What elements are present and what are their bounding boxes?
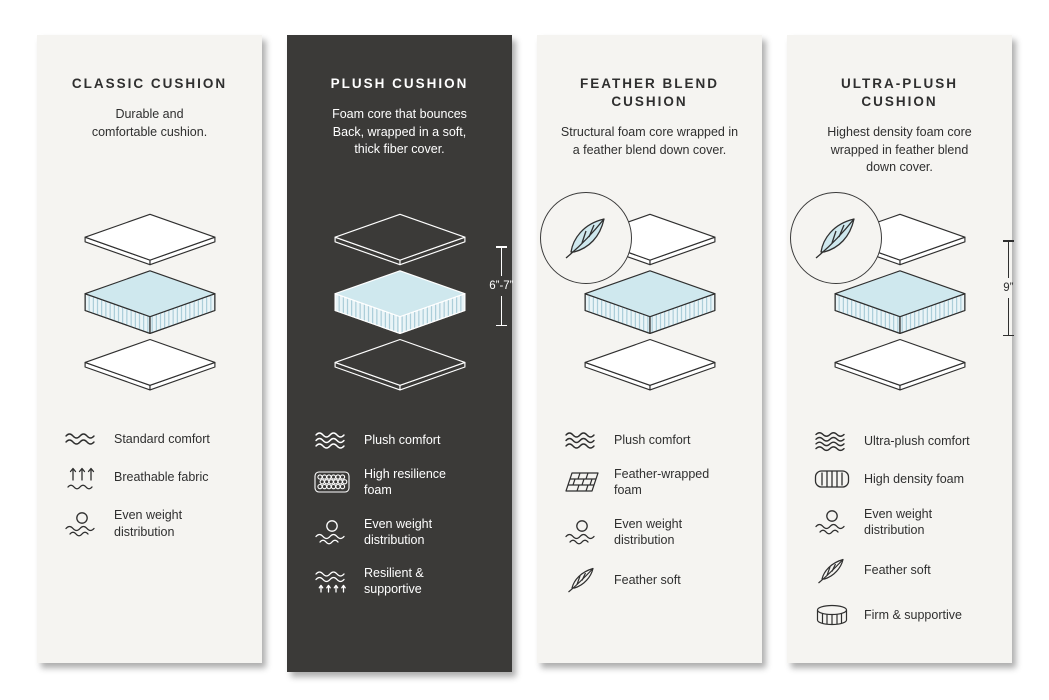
resilient-supportive-icon [313, 568, 351, 594]
even-weight-icon [63, 511, 101, 537]
feature-row: Even weight distribution [813, 506, 994, 539]
feather-badge [789, 192, 882, 285]
resilience-foam-icon [313, 471, 351, 493]
feature-list: Plush comfort High resilience foam Even … [305, 431, 494, 598]
feature-row: Even weight distribution [63, 507, 244, 540]
feature-label: Plush comfort [614, 432, 691, 447]
feature-label: Ultra-plush comfort [864, 434, 970, 449]
feature-row: Standard comfort [63, 431, 244, 447]
feather-icon [813, 556, 851, 586]
feature-row: High density foam [813, 469, 994, 489]
cushion-comparison: CLASSIC CUSHION Durable and comfortable … [37, 35, 1014, 672]
feature-row: Resilient & supportive [313, 565, 494, 598]
firm-supportive-icon [813, 603, 851, 629]
card-plush-cushion: PLUSH CUSHION Foam core that bounces Bac… [287, 35, 514, 672]
height-measurement: 6”-7” [489, 246, 514, 327]
feature-row: Breathable fabric [63, 464, 244, 490]
density-foam-icon [813, 469, 851, 489]
cushion-diagram [539, 192, 734, 395]
card-title: PLUSH CUSHION [330, 76, 469, 91]
feature-label: High density foam [864, 471, 965, 486]
feature-label: Even weight distribution [114, 508, 183, 539]
feature-label: Even weight distribution [864, 507, 933, 538]
feather-badge [539, 192, 632, 285]
diagram-zone: 9” [789, 191, 1014, 417]
even-weight-icon [313, 519, 351, 545]
card-description: Foam core that bounces Back, wrapped in … [332, 107, 467, 157]
measurement-label: 6”-7” [489, 280, 514, 293]
feature-label: High resilience foam [364, 467, 446, 498]
waves-icon [563, 431, 601, 449]
feature-row: High resilience foam [313, 466, 494, 499]
feature-list: Plush comfort Feather-wrapped foam Even … [555, 431, 744, 595]
even-weight-icon [563, 519, 601, 545]
diagram-zone [539, 191, 744, 417]
cushion-diagram: 9” [789, 192, 1014, 395]
cushion-diagram: 6”-7” [316, 212, 514, 395]
feature-label: Standard comfort [114, 432, 210, 446]
feature-row: Firm & supportive [813, 603, 994, 629]
waves-icon [313, 431, 351, 449]
feature-label: Feather soft [864, 563, 931, 578]
feature-label: Even weight distribution [364, 516, 433, 547]
measurement-label: 9” [1003, 282, 1014, 295]
even-weight-icon [813, 509, 851, 535]
measure-line-top [1003, 240, 1013, 279]
breathable-icon [63, 464, 101, 490]
card-ultra-plush-cushion: ULTRA-PLUSH CUSHION Highest density foam… [787, 35, 1014, 663]
card-description: Durable and comfortable cushion. [91, 107, 208, 139]
cushion-layers-illustration [834, 214, 965, 391]
feature-label: Resilient & supportive [364, 566, 424, 597]
feature-row: Ultra-plush comfort [813, 431, 994, 452]
feature-list: Ultra-plush comfort High density foam Ev… [805, 431, 994, 629]
feather-icon [565, 218, 605, 259]
feature-row: Feather soft [563, 565, 744, 595]
card-title: FEATHER BLEND CUSHION [580, 76, 719, 110]
feature-row: Feather soft [813, 556, 994, 586]
diagram-zone [55, 191, 244, 417]
measure-line-bottom [496, 296, 506, 327]
measure-line-bottom [1003, 298, 1013, 337]
feature-row: Plush comfort [563, 431, 744, 449]
card-title: CLASSIC CUSHION [71, 76, 228, 91]
measure-line-top [496, 246, 506, 277]
feature-label: Feather soft [614, 572, 681, 587]
feature-row: Feather-wrapped foam [563, 466, 744, 499]
card-description: Highest density foam core wrapped in fea… [827, 125, 972, 175]
feature-row: Even weight distribution [313, 516, 494, 549]
cushion-layers-illustration [84, 214, 215, 391]
ultra-waves-icon [813, 431, 851, 452]
feature-row: Plush comfort [313, 431, 494, 449]
feature-label: Plush comfort [364, 432, 441, 447]
card-description: Structural foam core wrapped in a feathe… [560, 125, 739, 157]
cushion-layers-illustration [334, 214, 465, 391]
feature-label: Even weight distribution [614, 516, 683, 547]
feather-wrapped-foam-icon [563, 469, 601, 495]
card-classic-cushion: CLASSIC CUSHION Durable and comfortable … [37, 35, 262, 663]
waves-icon [63, 431, 101, 447]
feather-icon [815, 218, 855, 259]
cushion-diagram [66, 212, 234, 395]
feature-label: Feather-wrapped foam [614, 467, 710, 498]
feature-row: Even weight distribution [563, 516, 744, 549]
card-feather-blend-cushion: FEATHER BLEND CUSHION Structural foam co… [537, 35, 762, 663]
height-measurement: 9” [1003, 240, 1014, 337]
feather-icon [563, 565, 601, 595]
feature-list: Standard comfort Breathable fabric Even … [55, 431, 244, 540]
diagram-zone: 6”-7” [305, 191, 514, 417]
card-title: ULTRA-PLUSH CUSHION [841, 76, 958, 110]
feature-label: Breathable fabric [114, 470, 209, 485]
feature-label: Firm & supportive [864, 608, 962, 623]
